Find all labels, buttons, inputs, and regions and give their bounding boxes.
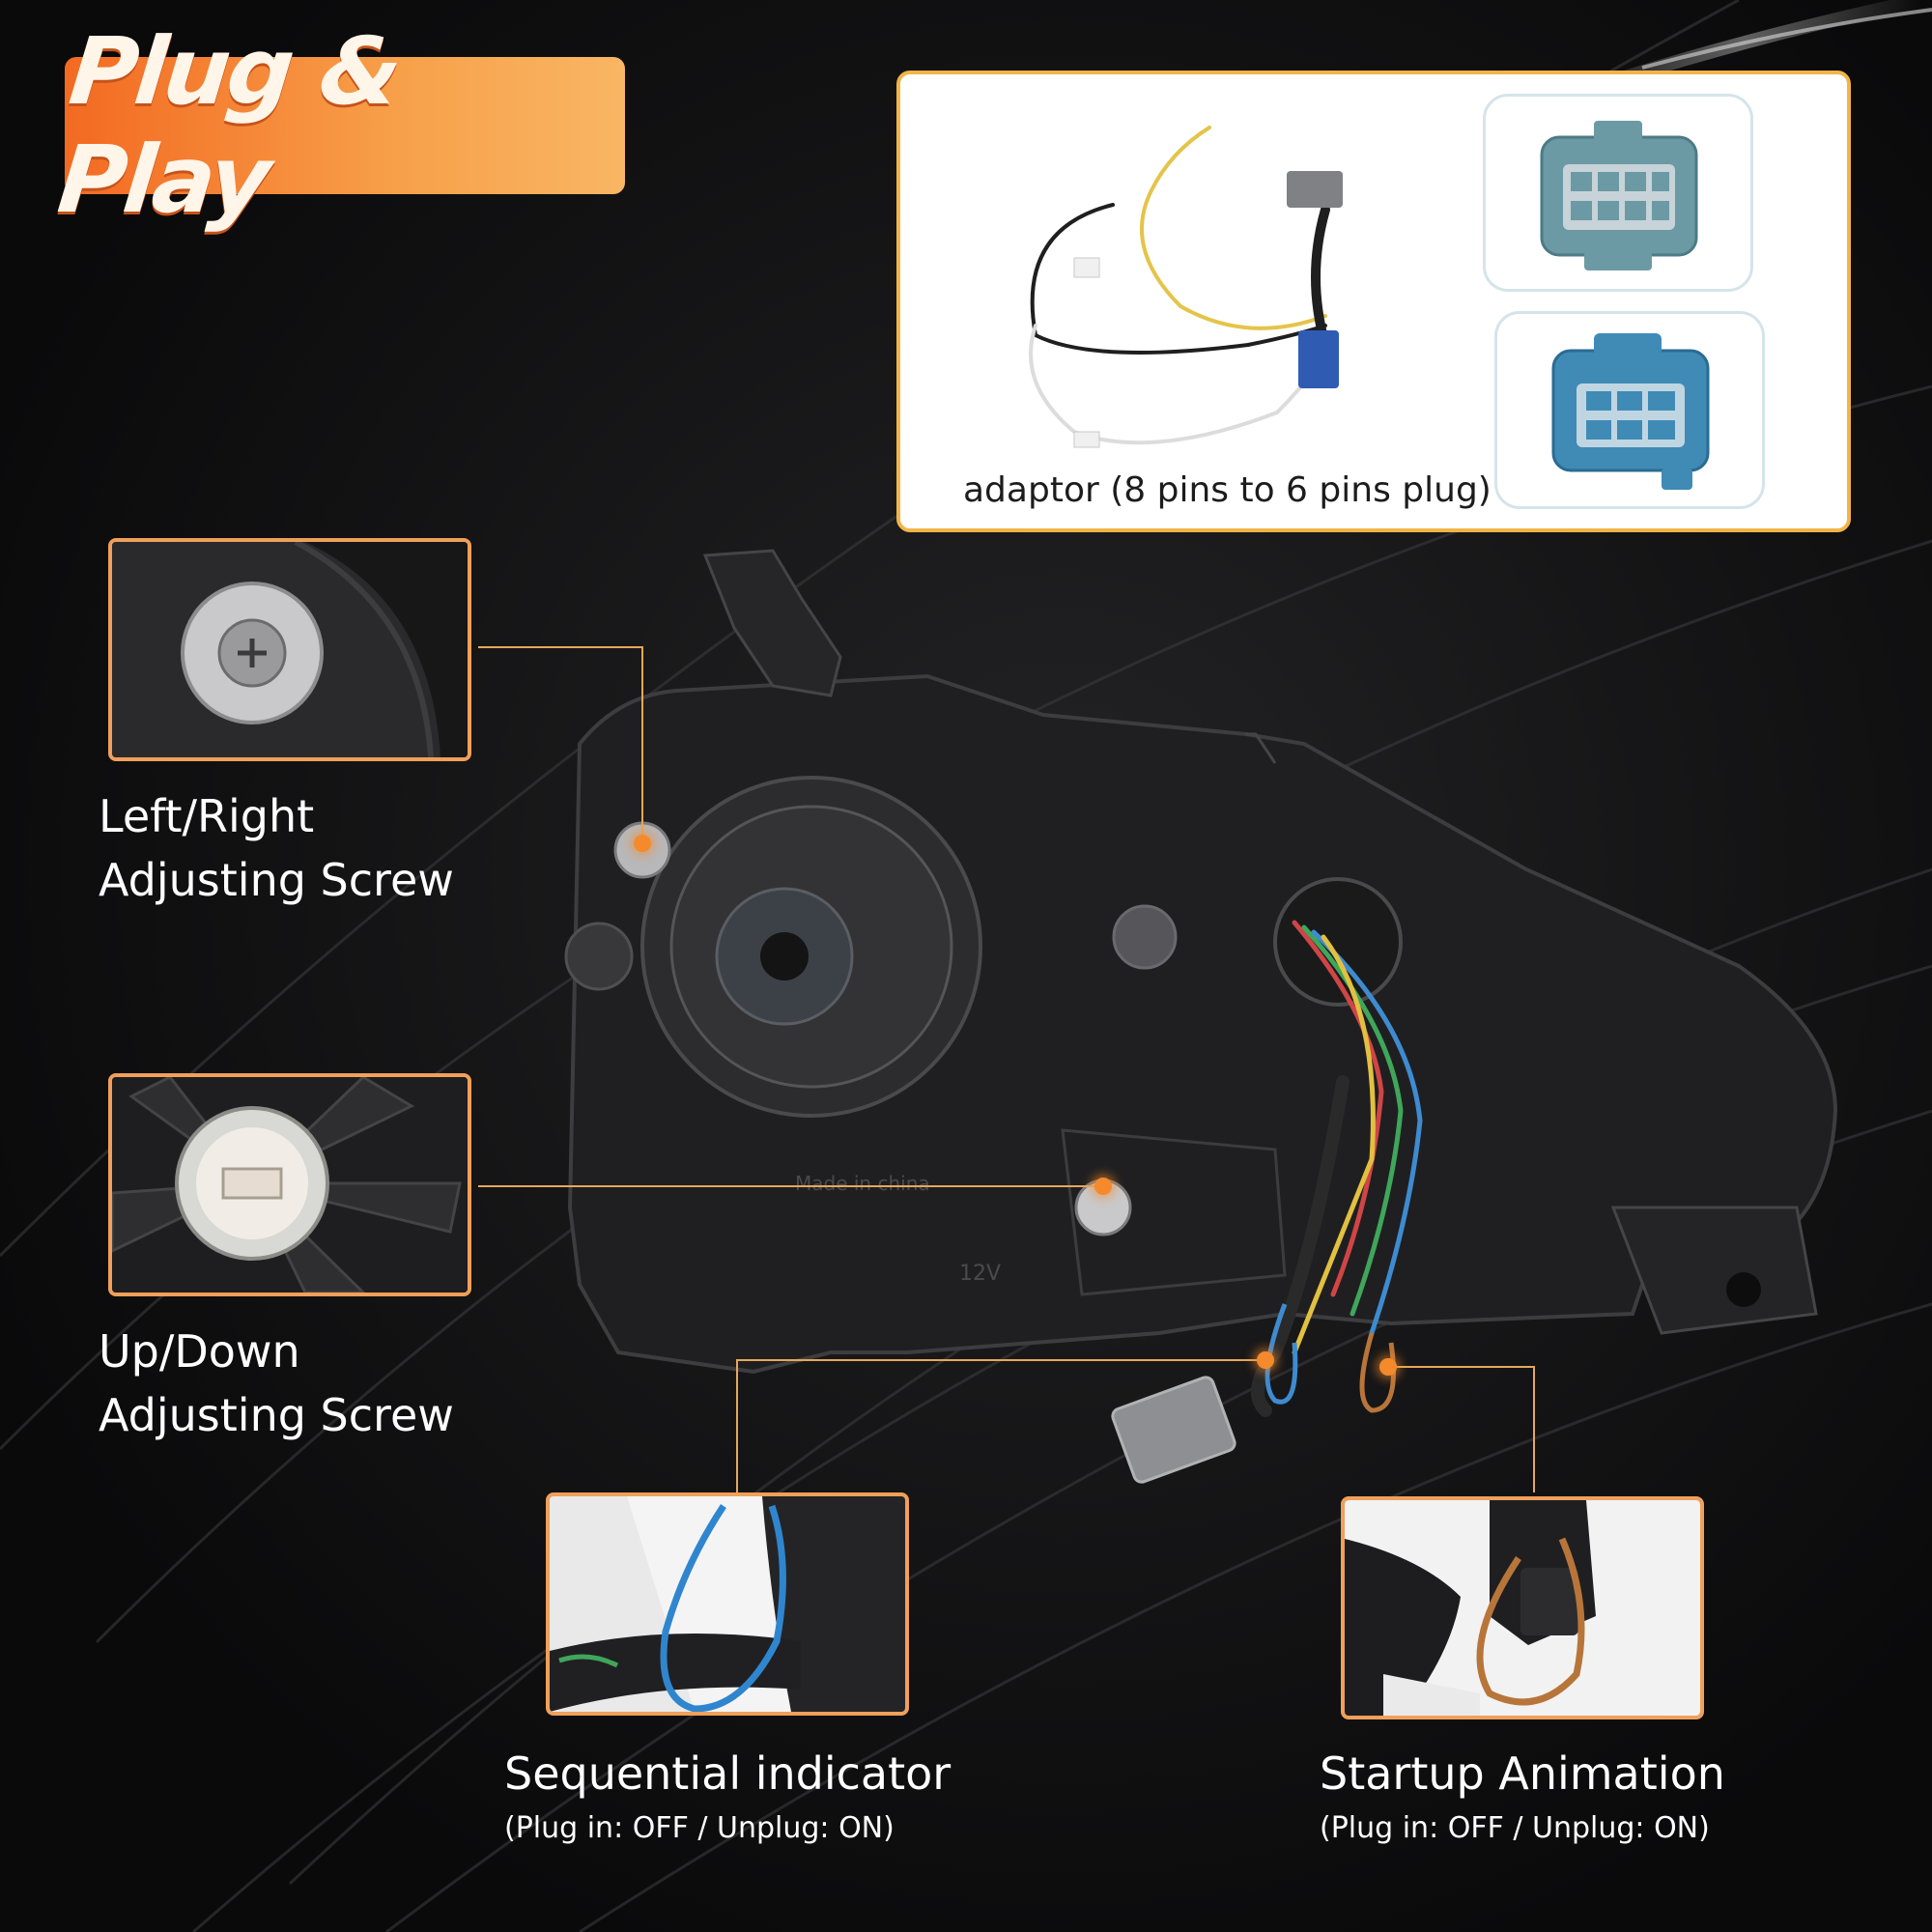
callout-dot-left-right [634,835,651,852]
made-in-text: Made in china [795,1172,930,1195]
sequential-indicator-note: (Plug in: OFF / Unplug: ON) [504,1811,895,1845]
up-down-label-line2: Adjusting Screw [99,1389,454,1441]
sequential-indicator-inset [546,1492,909,1716]
sequential-indicator-image [550,1496,905,1712]
connector-6pin-icon [1551,333,1710,490]
callout-dot-startup [1379,1358,1397,1376]
left-right-label-line1: Left/Right [99,790,315,842]
startup-animation-image [1345,1500,1700,1716]
left-right-label-line2: Adjusting Screw [99,854,454,906]
title-badge: Plug & Play [53,17,625,234]
left-right-screw-inset [108,538,471,761]
left-right-screw-image [112,542,468,757]
adaptor-harness-image [1029,126,1343,448]
connector-8pin-icon [1540,121,1698,270]
up-down-screw-image [112,1077,468,1293]
callout-dot-up-down [1094,1178,1112,1195]
sequential-indicator-title: Sequential indicator [504,1747,952,1800]
callout-dot-sequential [1257,1351,1274,1369]
adaptor-panel: adaptor (8 pins to 6 pins plug) [896,71,1851,532]
adaptor-caption: adaptor (8 pins to 6 pins plug) [963,470,1492,510]
connector-8pin-box [1483,94,1753,292]
up-down-screw-inset [108,1073,471,1296]
up-down-label-line1: Up/Down [99,1325,300,1378]
startup-animation-inset [1341,1496,1704,1719]
startup-animation-title: Startup Animation [1320,1747,1725,1800]
connector-6pin-box [1494,311,1765,509]
voltage-text: 12V [959,1262,1001,1286]
startup-animation-note: (Plug in: OFF / Unplug: ON) [1320,1811,1710,1845]
